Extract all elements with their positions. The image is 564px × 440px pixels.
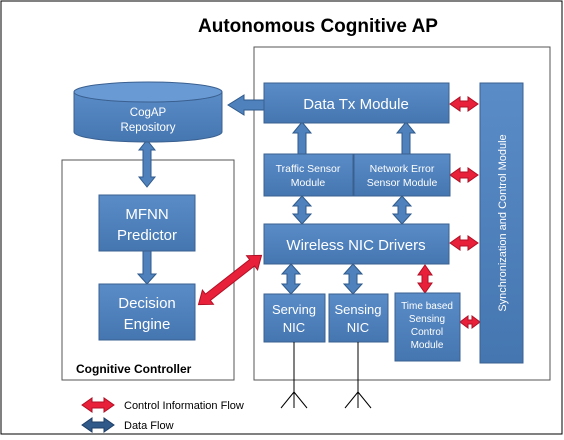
mfnn-label-line2: Predictor bbox=[117, 227, 177, 244]
repository-label-line2: Repository bbox=[121, 122, 176, 134]
diagram-title: Autonomous Cognitive AP bbox=[198, 16, 438, 37]
wireless-nic-drivers bbox=[263, 223, 450, 265]
serving-antenna-icon bbox=[280, 342, 308, 409]
legend-data-icon bbox=[81, 417, 115, 433]
serving-nic-label-line2: NIC bbox=[283, 320, 305, 335]
antennas bbox=[280, 342, 372, 409]
arrow-mfnn-decision bbox=[136, 250, 158, 285]
network-error-module bbox=[353, 153, 451, 197]
ctrl-wireless-sync bbox=[449, 235, 479, 251]
arrow-neterr-datatx bbox=[395, 121, 417, 155]
legend: Control Information Flow Data Flow bbox=[81, 397, 244, 433]
control-flow-arrows bbox=[197, 96, 481, 329]
traffic-sensor-label-line1: Traffic Sensor bbox=[276, 163, 341, 175]
data-tx-module bbox=[263, 82, 450, 124]
arrow-traffic-datatx bbox=[291, 121, 313, 155]
legend-control-icon bbox=[81, 397, 115, 413]
time-sensing-label-line4: Module bbox=[411, 340, 444, 351]
wireless-nic-label: Wireless NIC Drivers bbox=[286, 237, 425, 254]
serving-nic-label-line1: Serving bbox=[272, 302, 316, 317]
traffic-sensor-module bbox=[263, 153, 354, 197]
time-sensing-label-line1: Time based bbox=[401, 301, 453, 312]
repository-label-line1: CogAP bbox=[130, 107, 167, 119]
legend-control-label: Control Information Flow bbox=[124, 400, 244, 412]
arrow-datatx-repo bbox=[227, 94, 265, 116]
sync-control-label: Synchronization and Control Module bbox=[497, 134, 509, 311]
mfnn-label-line1: MFNN bbox=[125, 206, 168, 223]
mfnn-predictor bbox=[98, 194, 196, 252]
legend-data-label: Data Flow bbox=[124, 420, 174, 432]
time-sensing-module bbox=[394, 292, 461, 362]
decision-engine bbox=[98, 283, 196, 341]
ctrl-decision-wireless bbox=[197, 254, 263, 306]
serving-nic bbox=[263, 293, 326, 343]
sensing-antenna-icon bbox=[344, 342, 372, 409]
ctrl-neterr-sync bbox=[449, 167, 479, 183]
data-flow-arrows bbox=[136, 94, 417, 295]
cogap-repository: CogAP Repository bbox=[73, 81, 223, 143]
decision-label-line1: Decision bbox=[118, 295, 176, 312]
cognitive-controller-label: Cognitive Controller bbox=[76, 362, 192, 376]
data-tx-label: Data Tx Module bbox=[303, 96, 409, 113]
traffic-sensor-label-line2: Module bbox=[291, 177, 326, 189]
time-sensing-label-line2: Sensing bbox=[409, 314, 445, 325]
decision-label-line2: Engine bbox=[124, 316, 171, 333]
sensing-nic-label-line2: NIC bbox=[347, 320, 369, 335]
network-error-label-line1: Network Error bbox=[370, 163, 435, 175]
arrow-repo-mfnn bbox=[137, 139, 157, 188]
sync-control-module bbox=[479, 82, 524, 364]
ctrl-datatx-sync bbox=[449, 96, 479, 112]
sensing-nic bbox=[328, 293, 389, 343]
sensing-nic-label-line1: Sensing bbox=[335, 302, 382, 317]
time-sensing-label-line3: Control bbox=[411, 327, 443, 338]
network-error-label-line2: Sensor Module bbox=[367, 177, 438, 189]
